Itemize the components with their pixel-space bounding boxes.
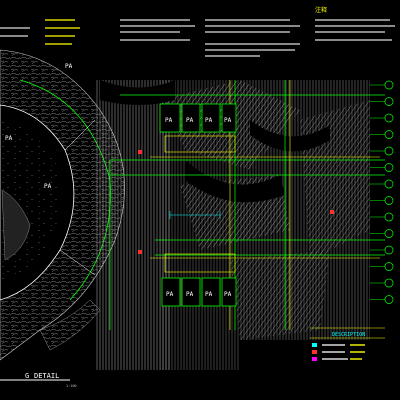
grid-marker-bubble (384, 245, 394, 255)
legend-row (312, 357, 362, 361)
pa-label: PA (65, 63, 73, 70)
pa-label: PA (5, 135, 13, 142)
pa-label: PA (224, 291, 232, 298)
grid-marker-bubble (384, 212, 394, 222)
radial-line (64, 119, 96, 151)
pa-label: PA (205, 291, 213, 298)
grid-marker-bubble (384, 163, 394, 172)
pa-label: PA (186, 291, 194, 298)
pa-label: PA (44, 183, 52, 190)
structural-grid (109, 80, 385, 330)
red-markers (138, 150, 334, 254)
pa-rooms-bottom (161, 277, 237, 307)
drawing-title: DETAIL (34, 372, 59, 380)
pa-label: PA (166, 291, 174, 298)
grid-marker-bubble (384, 179, 394, 189)
curved-walkway-group (0, 49, 125, 361)
island-shape (1, 189, 31, 261)
title-block: G DETAIL 1:100 (0, 372, 77, 388)
radial-line (59, 249, 96, 276)
pa-label: PA (205, 117, 213, 124)
planter-strips (164, 135, 236, 273)
grid-marker-bubble (384, 146, 394, 156)
legend-row (312, 350, 365, 354)
pa-label: PA (165, 117, 173, 124)
pa-label: PA (186, 117, 194, 124)
notes-header: 注释 (315, 6, 327, 14)
grid-marker-bubble (384, 80, 394, 90)
dark-void-wave-1 (100, 80, 175, 105)
legend-row (312, 343, 365, 347)
left-hatched-block (95, 80, 170, 370)
title-prefix: G (25, 372, 29, 380)
grid-marker-bubble (384, 97, 394, 106)
grid-marker-column (370, 80, 394, 304)
notes-block: 注释 (0, 6, 395, 57)
grid-marker-bubble (384, 262, 394, 271)
grid-marker-bubble (384, 229, 394, 238)
pa-label: PA (224, 117, 232, 124)
legend-block: DESCRIPTION (310, 327, 385, 361)
notes-lines (0, 19, 395, 57)
dimension-lines (169, 211, 221, 219)
grid-marker-bubble (384, 113, 394, 123)
diagonal-stair-lower (230, 250, 330, 340)
grid-marker-bubble (384, 196, 394, 205)
dark-void-wave-3 (185, 160, 285, 203)
building-plan-group (95, 80, 385, 370)
grid-marker-bubble (384, 278, 394, 288)
grid-marker-bubble (384, 295, 394, 304)
legend-header: DESCRIPTION (332, 332, 365, 338)
grid-marker-bubble (384, 130, 394, 139)
scale-note: 1:100 (66, 384, 77, 388)
dark-void-wave-2 (250, 120, 330, 152)
pa-rooms-top (159, 103, 237, 133)
